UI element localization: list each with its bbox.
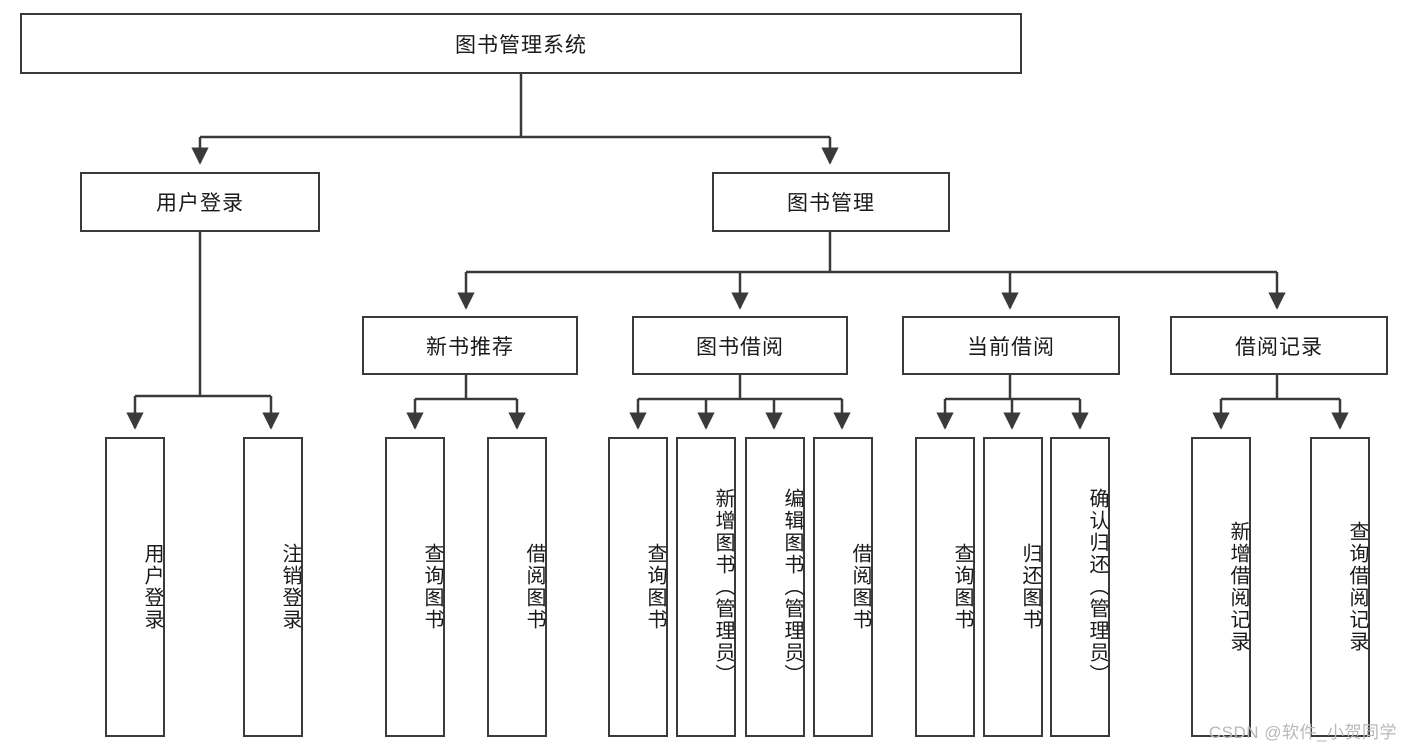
- leaf-logout[interactable]: 注销登录: [243, 437, 303, 737]
- leaf-label: 编辑图书（管理员）: [781, 488, 803, 686]
- node-new-book-recommend[interactable]: 新书推荐: [362, 316, 578, 375]
- leaf-add-book-admin[interactable]: 新增图书（管理员）: [676, 437, 736, 737]
- leaf-query-book-newbook[interactable]: 查询图书: [385, 437, 445, 737]
- node-borrow-record[interactable]: 借阅记录: [1170, 316, 1388, 375]
- leaf-label: 查询图书: [421, 543, 443, 631]
- leaf-confirm-return-admin[interactable]: 确认归还（管理员）: [1050, 437, 1110, 737]
- leaf-label: 借阅图书: [523, 543, 545, 631]
- leaf-label: 借阅图书: [849, 543, 871, 631]
- node-book-borrow[interactable]: 图书借阅: [632, 316, 848, 375]
- node-user-login[interactable]: 用户登录: [80, 172, 320, 232]
- watermark-text: CSDN @软件_小贺同学: [1208, 723, 1397, 742]
- leaf-query-borrow-record[interactable]: 查询借阅记录: [1310, 437, 1370, 737]
- node-book-management[interactable]: 图书管理: [712, 172, 950, 232]
- leaf-label: 确认归还（管理员）: [1086, 488, 1108, 686]
- leaf-query-book-borrow[interactable]: 查询图书: [608, 437, 668, 737]
- leaf-borrow-book-borrow[interactable]: 借阅图书: [813, 437, 873, 737]
- leaf-edit-book-admin[interactable]: 编辑图书（管理员）: [745, 437, 805, 737]
- leaf-borrow-book-newbook[interactable]: 借阅图书: [487, 437, 547, 737]
- leaf-label: 归还图书: [1019, 543, 1041, 631]
- leaf-user-login[interactable]: 用户登录: [105, 437, 165, 737]
- leaf-query-book-current[interactable]: 查询图书: [915, 437, 975, 737]
- leaf-label: 用户登录: [141, 543, 163, 631]
- leaf-label: 查询图书: [644, 543, 666, 631]
- leaf-label: 查询借阅记录: [1346, 521, 1368, 653]
- leaf-label: 新增借阅记录: [1227, 521, 1249, 653]
- node-root-system[interactable]: 图书管理系统: [20, 13, 1022, 74]
- node-current-borrow[interactable]: 当前借阅: [902, 316, 1120, 375]
- leaf-label: 注销登录: [279, 543, 301, 631]
- leaf-label: 新增图书（管理员）: [712, 488, 734, 686]
- leaf-return-book[interactable]: 归还图书: [983, 437, 1043, 737]
- leaf-add-borrow-record[interactable]: 新增借阅记录: [1191, 437, 1251, 737]
- leaf-label: 查询图书: [951, 543, 973, 631]
